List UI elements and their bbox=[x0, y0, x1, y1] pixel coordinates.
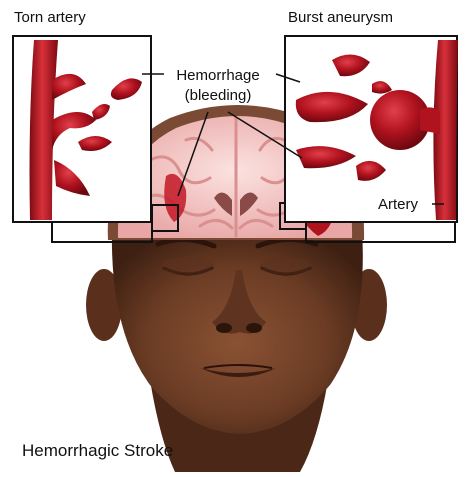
label-torn-artery: Torn artery bbox=[14, 9, 86, 26]
label-bleeding: (bleeding) bbox=[185, 87, 252, 104]
torn-artery-inset bbox=[13, 36, 151, 222]
label-hemorrhage: Hemorrhage bbox=[176, 67, 259, 84]
caption-hemorrhagic-stroke: Hemorrhagic Stroke bbox=[22, 441, 173, 460]
burst-aneurysm-inset bbox=[285, 36, 458, 222]
label-artery: Artery bbox=[378, 196, 419, 213]
head-illustration bbox=[86, 230, 387, 472]
label-burst-aneurysm: Burst aneurysm bbox=[288, 9, 393, 26]
